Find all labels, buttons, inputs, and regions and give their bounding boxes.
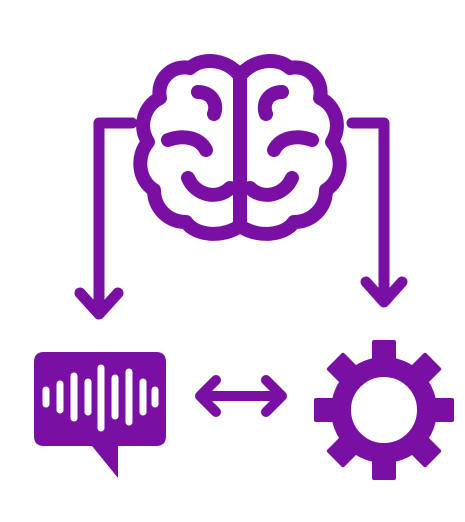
arrow-left-head (74, 287, 124, 320)
brain-fold-right-1 (257, 85, 289, 121)
double-arrow-icon (195, 375, 287, 417)
arrow-left-line (93, 117, 138, 316)
brain-fold-left-2 (161, 130, 213, 157)
gear-icon (314, 340, 454, 480)
brain-fold-left-3 (181, 171, 237, 202)
arrow-brain-to-gear (346, 117, 408, 308)
arrow-brain-to-voice (74, 117, 138, 320)
double-arrow-head-right (261, 375, 287, 417)
brain-fold-left-1 (191, 85, 223, 121)
arrow-right-head (360, 276, 408, 308)
brain-fold-right-2 (267, 130, 319, 157)
arrow-right-line (346, 117, 390, 302)
double-arrow-head-left (195, 375, 221, 417)
sound-wave (42, 364, 159, 432)
gear-ring (331, 357, 437, 463)
brain-icon (133, 54, 347, 241)
brain-fold-right-3 (243, 171, 299, 202)
voice-message-icon (34, 352, 166, 478)
